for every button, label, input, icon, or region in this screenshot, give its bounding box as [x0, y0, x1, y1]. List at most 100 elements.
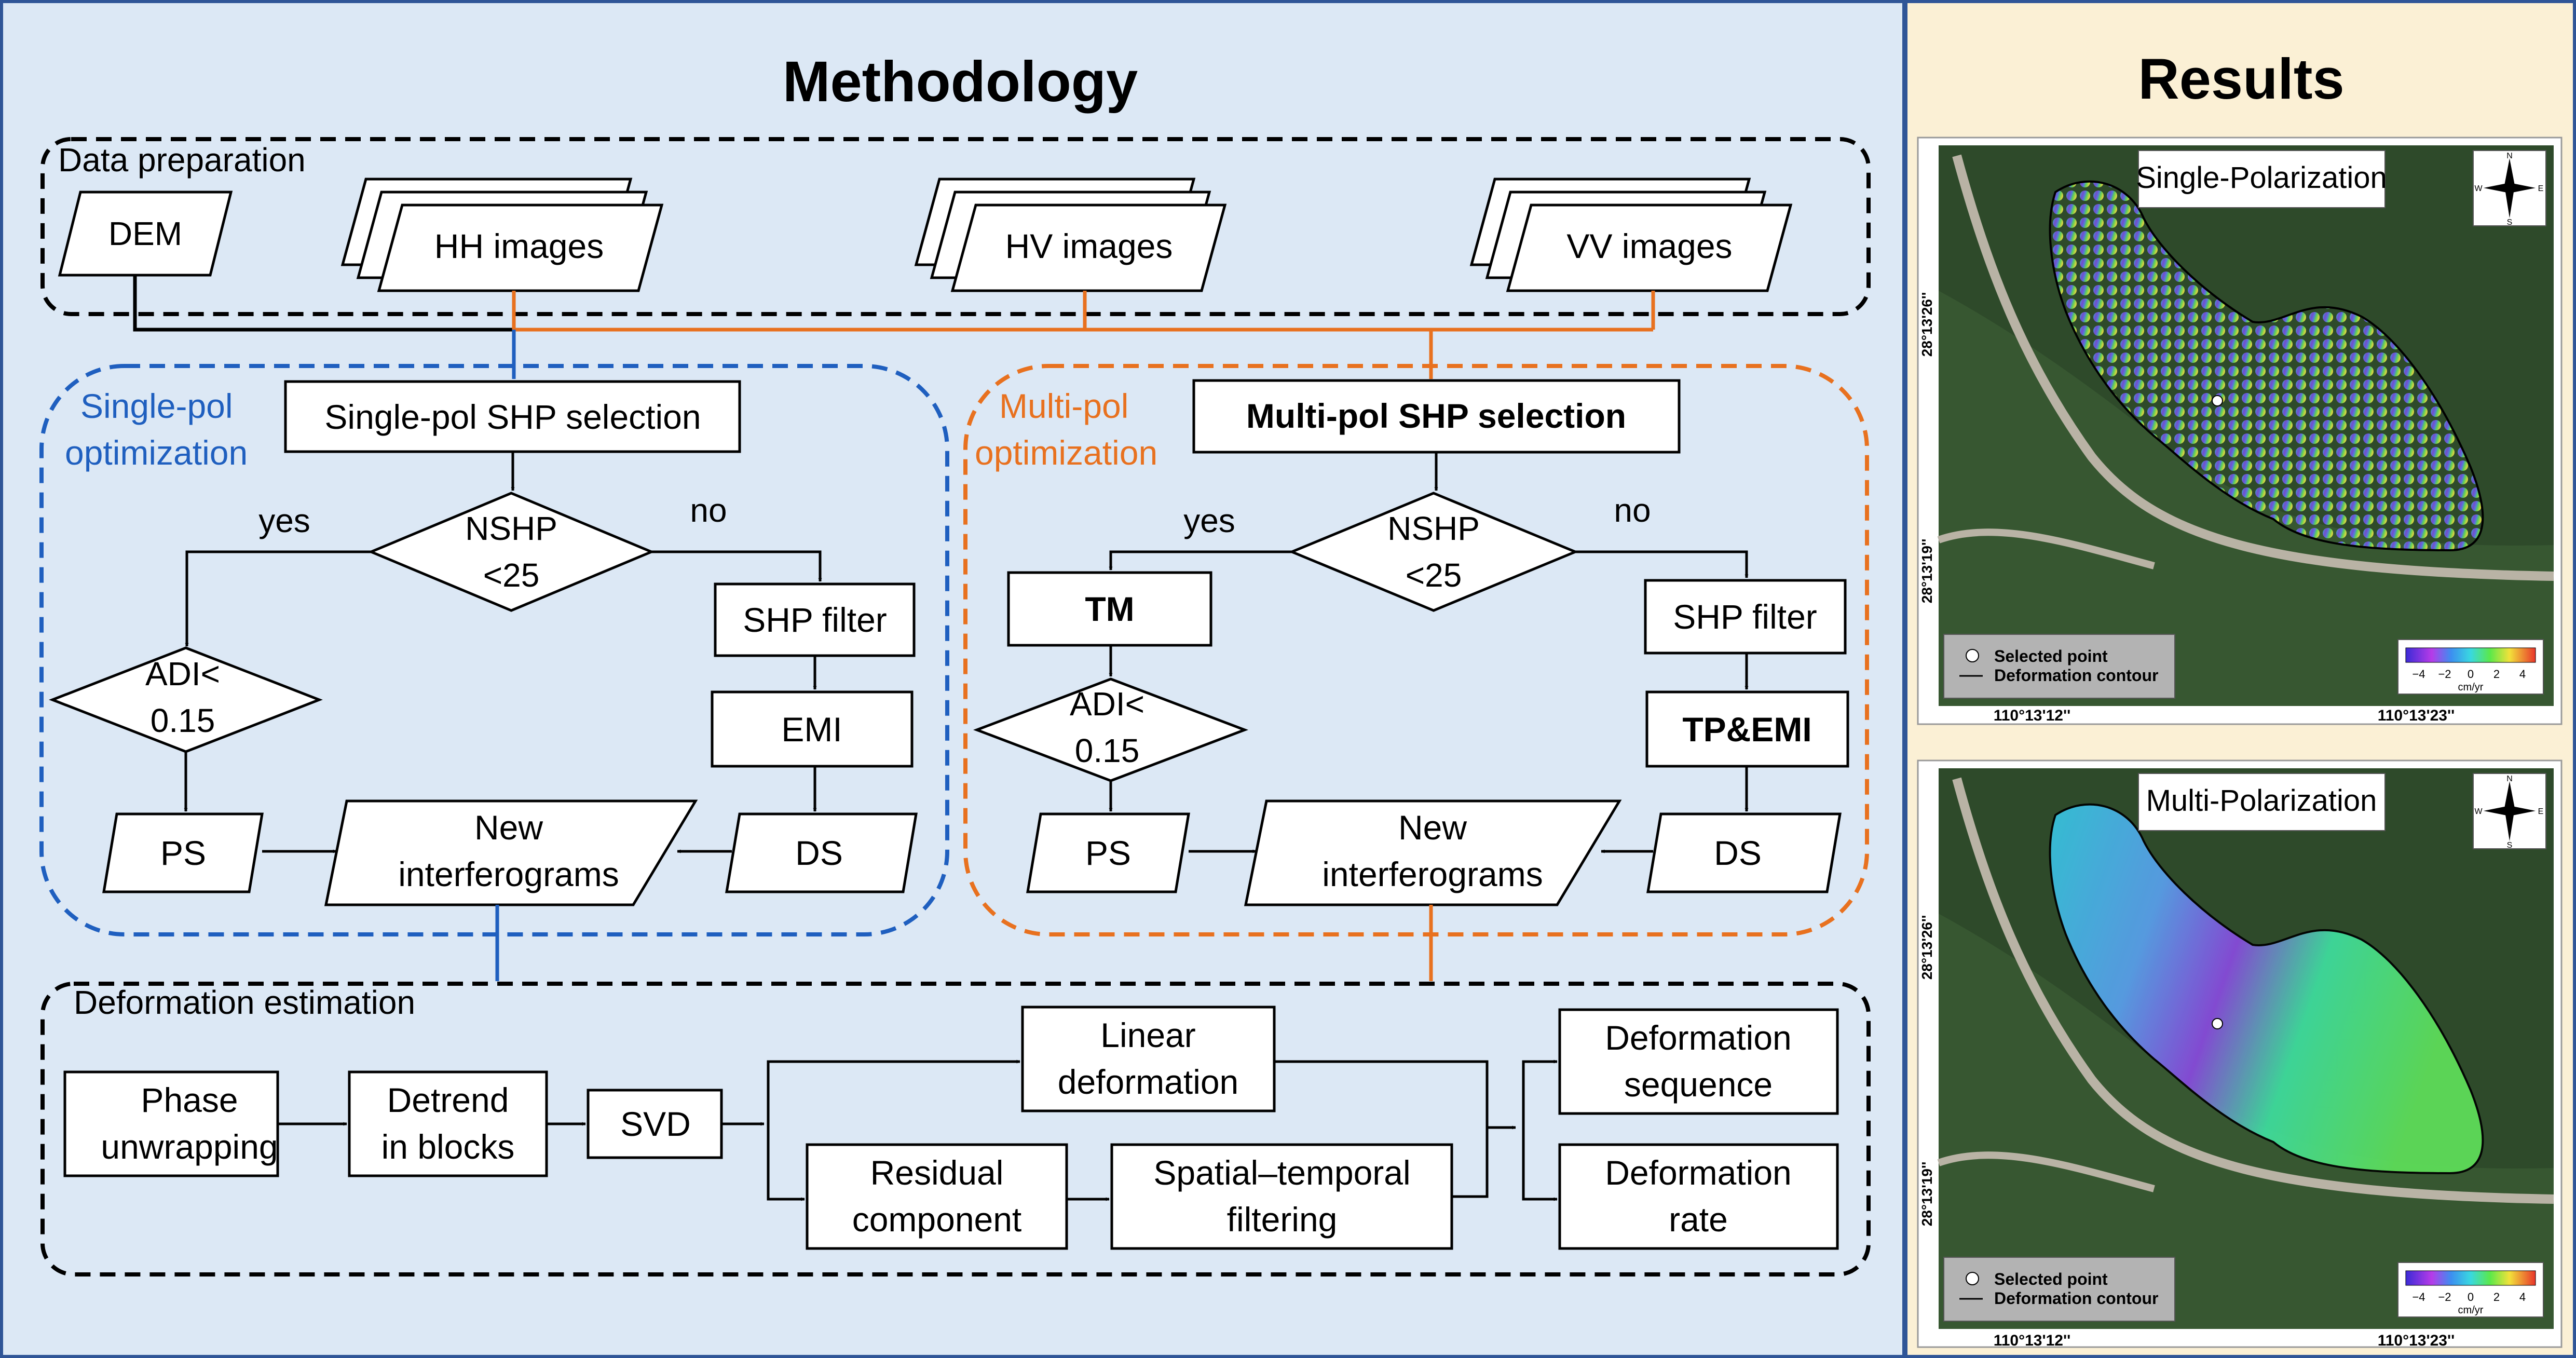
compass-icon-h — [2484, 806, 2536, 816]
multi-ps-box — [1026, 812, 1190, 893]
single-yes-label: yes — [258, 502, 310, 539]
map-road-lower — [1937, 528, 2155, 569]
data-preparation-group — [40, 137, 1871, 316]
data-preparation-label: Data preparation — [58, 141, 306, 179]
phase-unwrapping-label-1: Phase — [141, 1081, 238, 1119]
multi-tm-box — [1007, 571, 1212, 647]
dem-box — [58, 191, 233, 277]
colorbar-unit: cm/yr — [2458, 682, 2484, 693]
lat-label-top: 28°13'26'' — [1919, 915, 1935, 980]
result-map-single: Single-Polarization N S W E Selected poi… — [1917, 137, 2563, 725]
hv-box — [950, 203, 1227, 292]
split-to-residual-arrow — [767, 1124, 805, 1201]
multi-ds-label: DS — [1714, 834, 1762, 872]
single-nshp-label-1: NSHP — [465, 510, 557, 547]
multi-pol-group-label-2: optimization — [975, 433, 1157, 472]
map-label: Multi-Polarization — [2146, 784, 2377, 818]
compass-n: N — [2506, 775, 2513, 783]
single-ds-box — [725, 812, 918, 893]
linear-deformation-label-1: Linear — [1100, 1016, 1195, 1054]
lon-label-right: 110°13'23'' — [2378, 1332, 2455, 1349]
spatial-temporal-label-1: Spatial–temporal — [1153, 1153, 1410, 1192]
split-to-linear-arrow — [767, 1060, 1020, 1124]
single-pol-group-label-1: Single-pol — [80, 387, 233, 425]
lat-label-bottom: 28°13'19'' — [1919, 1162, 1935, 1227]
hh-box — [377, 203, 664, 292]
svd-box — [587, 1089, 723, 1159]
single-no-arrow — [651, 550, 822, 582]
map-label-box — [2138, 773, 2386, 831]
selected-point-marker — [2212, 395, 2223, 406]
colorbar-tick-2: −2 — [2438, 668, 2451, 681]
result-map-multi: Multi-Polarization N S W E Selected poin… — [1917, 759, 2563, 1349]
deformation-sequence-box — [1558, 1008, 1839, 1115]
phase-unwrapping-label-2: unwrapping — [101, 1128, 278, 1166]
deformation-rate-label-2: rate — [1669, 1200, 1728, 1239]
compass-e: E — [2538, 807, 2544, 816]
deformation-sequence-label-2: sequence — [1624, 1065, 1773, 1104]
map-road — [1952, 154, 2554, 581]
lon-label-left: 110°13'12'' — [1994, 707, 2071, 724]
map-label: Single-Polarization — [2136, 161, 2387, 195]
compass-s: S — [2507, 218, 2513, 227]
multi-no-label: no — [1614, 492, 1651, 529]
multi-new-int-box — [1244, 799, 1622, 906]
merge-to-sequence-arrow — [1522, 1060, 1558, 1128]
map-road-lower — [1937, 1151, 2155, 1192]
compass-n: N — [2506, 152, 2513, 160]
colorbar-tick-1: −4 — [2412, 668, 2425, 681]
linear-merge-line — [1274, 1060, 1516, 1130]
multi-new-int-label-2: interferograms — [1322, 855, 1543, 893]
deformation-sequence-label-1: Deformation — [1605, 1018, 1792, 1057]
lat-label-bottom: 28°13'19'' — [1919, 539, 1935, 604]
map-road — [1952, 777, 2554, 1204]
colorbar — [2405, 1270, 2536, 1286]
legend-point-label: Selected point — [1994, 1270, 2108, 1288]
single-ds-label: DS — [795, 834, 843, 872]
colorbar-tick-5: 4 — [2519, 668, 2526, 681]
selected-point-marker — [2212, 1018, 2223, 1029]
single-nshp-label-2: <25 — [483, 556, 540, 594]
legend-contour-label: Deformation contour — [1994, 1289, 2158, 1308]
svd-label: SVD — [620, 1105, 691, 1143]
multi-yes-arrow — [1109, 550, 1292, 571]
single-nshp-diamond — [367, 492, 655, 612]
compass-w: W — [2474, 184, 2483, 193]
compass-icon-h — [2484, 183, 2536, 193]
legend-contour-label: Deformation contour — [1994, 666, 2158, 685]
single-emi-label: EMI — [781, 710, 842, 749]
detrend-label-2: in blocks — [381, 1128, 515, 1166]
single-shp-filter-box — [714, 582, 916, 657]
lat-label-top: 28°13'26'' — [1919, 292, 1935, 357]
spatial-temporal-label-2: filtering — [1227, 1200, 1338, 1239]
detrend-label-1: Detrend — [387, 1081, 509, 1119]
lon-label-left: 110°13'12'' — [1994, 1332, 2071, 1349]
legend-point-icon — [1966, 649, 1979, 662]
multi-shp-filter-box — [1644, 579, 1847, 655]
deformation-area — [2049, 803, 2484, 1175]
colorbar-tick-4: 2 — [2493, 1291, 2500, 1303]
hh-label: HH images — [434, 227, 604, 265]
detrend-box — [348, 1070, 548, 1177]
multi-nshp-label-1: NSHP — [1387, 510, 1480, 547]
colorbar-tick-2: −2 — [2438, 1291, 2451, 1303]
multi-new-int-label-1: New — [1398, 808, 1467, 847]
legend-box — [1943, 1257, 2175, 1322]
multi-tm-label: TM — [1085, 590, 1134, 628]
deformation-area — [2049, 180, 2484, 552]
colorbar-tick-5: 4 — [2519, 1291, 2526, 1303]
linear-deformation-label-2: deformation — [1058, 1063, 1239, 1101]
methodology-title: Methodology — [783, 50, 1138, 114]
dem-connector — [133, 275, 514, 332]
deformation-rate-box — [1558, 1143, 1839, 1250]
single-adi-label-2: 0.15 — [151, 702, 215, 739]
phase-unwrapping-box — [63, 1070, 279, 1177]
colorbar-tick-1: −4 — [2412, 1291, 2425, 1303]
multi-shp-filter-label: SHP filter — [1673, 597, 1817, 636]
deformation-label: Deformation estimation — [74, 984, 415, 1021]
residual-component-label-2: component — [852, 1200, 1022, 1239]
colorbar-tick-4: 2 — [2493, 668, 2500, 681]
map-label-box — [2138, 150, 2386, 208]
multi-adi-label-2: 0.15 — [1075, 732, 1140, 769]
